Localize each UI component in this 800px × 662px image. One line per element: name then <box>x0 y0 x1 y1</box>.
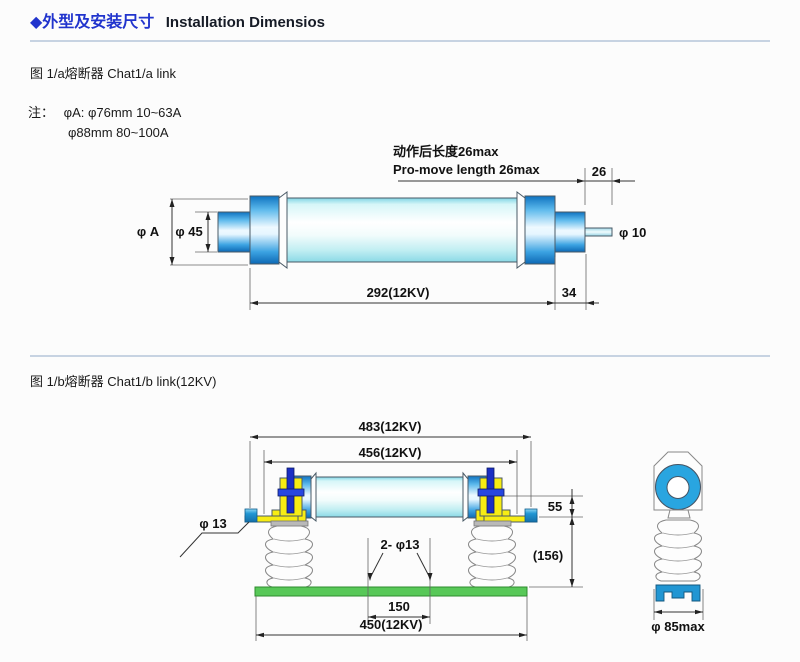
insulator-cap-left <box>270 520 309 527</box>
arrowhead <box>523 434 531 440</box>
flange-left <box>278 191 288 269</box>
arrowhead <box>368 614 376 620</box>
arrowhead <box>547 300 555 306</box>
insulator-neck <box>667 509 691 519</box>
arrowhead <box>577 178 585 184</box>
arrowhead <box>695 609 703 615</box>
fuse-body <box>315 476 464 518</box>
fig-a-fuse-drawing <box>217 191 613 269</box>
arrowhead <box>654 609 662 615</box>
fig-b-end-view: φ 85max <box>651 451 705 634</box>
fig-a-note2: φ88mm 80~100A <box>68 125 169 140</box>
arrowhead <box>427 573 433 581</box>
dim-26: 26 <box>592 164 606 179</box>
dim-2xphi13: 2- φ13 <box>381 537 420 552</box>
arrowhead <box>569 579 575 587</box>
arrowhead <box>250 434 258 440</box>
arrowhead <box>509 459 517 465</box>
terminal-stud-left <box>244 508 258 523</box>
arrowhead <box>205 212 211 220</box>
dim-450: 450(12KV) <box>360 617 423 632</box>
base-plate <box>254 586 528 597</box>
arrowhead <box>519 632 527 638</box>
clamp-crossbar-left <box>277 488 305 497</box>
fuse-body <box>286 197 518 263</box>
dim-456: 456(12KV) <box>359 445 422 460</box>
end-cap-left <box>249 195 280 265</box>
dim-483: 483(12KV) <box>359 419 422 434</box>
dim-55: 55 <box>548 499 562 514</box>
fig-a-caption: 图 1/a熔断器 Chat1/a link <box>30 66 176 81</box>
terminal-stud-right <box>524 508 538 523</box>
arrowhead <box>256 632 264 638</box>
dim-phi-10: φ 10 <box>619 225 646 240</box>
dim-34: 34 <box>562 285 577 300</box>
fig-a-note-line1: 注： φA: φ76mm 10~63A <box>28 105 182 120</box>
end-cap-right <box>524 195 556 265</box>
insulator-right <box>468 525 516 588</box>
dim-292: 292(12KV) <box>367 285 430 300</box>
flange-right <box>462 471 469 523</box>
fuse-ring-bore <box>666 476 690 499</box>
clamp-crossbar-right <box>477 488 505 497</box>
arrowhead <box>205 244 211 252</box>
end-boss-right <box>554 211 586 253</box>
dim-phi-85max: φ 85max <box>651 619 705 634</box>
insulator-left <box>265 525 313 588</box>
fig-a-note-label: 注： <box>28 105 54 120</box>
arrowhead <box>367 573 373 581</box>
insulator-side-view <box>654 519 702 582</box>
flange-right <box>516 191 526 269</box>
dim-phi-a: φ A <box>137 224 160 239</box>
arrowhead <box>169 257 175 265</box>
dim-156: (156) <box>533 548 563 563</box>
fig-a-note1: φA: φ76mm 10~63A <box>64 105 182 120</box>
dim-phi-45: φ 45 <box>175 224 202 239</box>
fig-a-annotation-zh: 动作后长度26max <box>393 144 499 159</box>
arrowhead <box>586 300 594 306</box>
dim-150: 150 <box>388 599 410 614</box>
arrowhead <box>250 300 258 306</box>
fig-b-caption: 图 1/b熔断器 Chat1/b link(12KV) <box>30 374 216 389</box>
figure-1b: 图 1/b熔断器 Chat1/b link(12KV) 483(12KV) 45… <box>30 374 705 641</box>
page-title-en: Installation Dimensios <box>166 14 325 31</box>
figure-1a: 图 1/a熔断器 Chat1/a link 注： φA: φ76mm 10~63… <box>28 66 646 310</box>
fig-a-annotation-en: Pro-move length 26max <box>393 162 540 177</box>
arrowhead <box>264 459 272 465</box>
flange-left <box>310 471 317 523</box>
page-title-zh: ◆外型及安装尺寸 <box>30 12 154 31</box>
striker-rod <box>584 227 613 237</box>
arrowhead <box>169 199 175 207</box>
fig-b-assembly <box>244 467 583 597</box>
dim-phi-13: φ 13 <box>199 516 226 531</box>
arrowhead <box>569 517 575 525</box>
insulator-cap-right <box>473 520 512 527</box>
end-boss-left <box>217 211 251 253</box>
arrowhead <box>569 496 575 504</box>
leader-phi13 <box>179 521 250 558</box>
mounting-bracket <box>655 584 701 602</box>
arrowhead <box>569 509 575 517</box>
page-title: ◆外型及安装尺寸 Installation Dimensios <box>30 12 325 31</box>
arrowhead <box>422 614 430 620</box>
arrowhead <box>612 178 620 184</box>
